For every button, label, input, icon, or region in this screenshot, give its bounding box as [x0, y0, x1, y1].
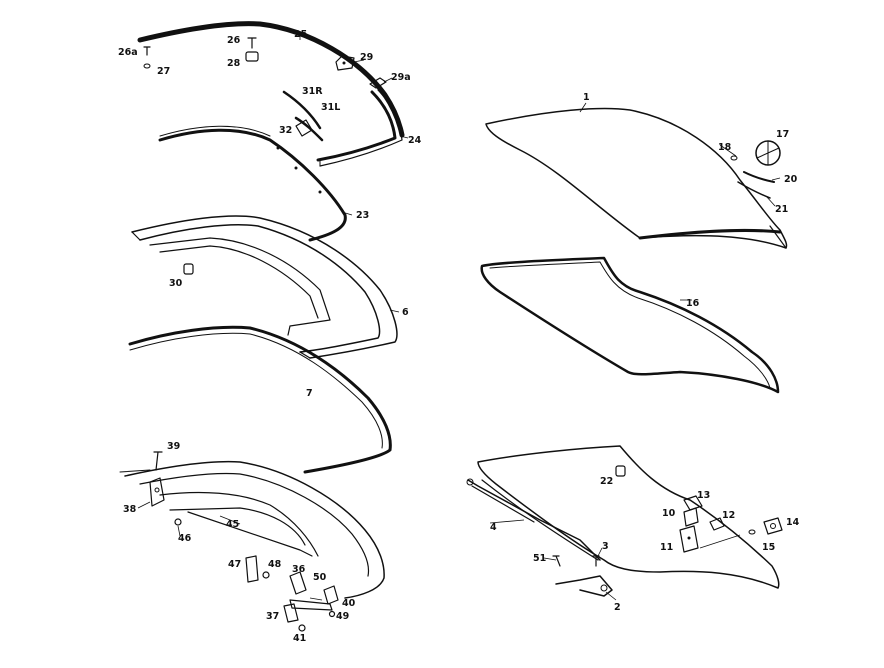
part-30-clip	[183, 263, 194, 275]
label-48: 48	[268, 559, 282, 570]
part-40-link	[289, 599, 333, 611]
leader-lines	[137, 34, 781, 601]
label-41: 41	[293, 633, 306, 644]
label-10: 10	[662, 508, 676, 519]
label-3: 3	[602, 541, 609, 552]
label-38: 38	[123, 504, 137, 515]
label-6: 6	[402, 307, 409, 318]
label-29a: 29a	[391, 72, 411, 83]
part-24-rear-seal	[316, 89, 403, 167]
part-2-trunk-lid	[477, 445, 780, 589]
label-45: 45	[226, 519, 239, 530]
part-6-hardtop-frame	[131, 215, 398, 359]
label-39: 39	[167, 441, 180, 452]
label-37: 37	[266, 611, 279, 622]
part-14-lock	[763, 517, 783, 535]
part-27-washer	[143, 63, 151, 69]
part-20-trim	[743, 171, 775, 183]
label-21: 21	[775, 204, 788, 215]
part-29-bracket	[335, 55, 355, 71]
part-12-clip	[709, 517, 725, 531]
label-13: 13	[697, 490, 710, 501]
label-1: 1	[583, 92, 590, 103]
part-50-bracket	[323, 585, 339, 605]
part-17-emblem	[755, 140, 781, 166]
part-41-nut	[298, 624, 306, 632]
label-51: 51	[533, 553, 546, 564]
part-7-rear-frame-seal	[128, 325, 392, 474]
label-2: 2	[614, 602, 621, 613]
part-1-hardtop-shell	[485, 107, 788, 249]
label-20: 20	[784, 174, 798, 185]
part-47-bracket	[245, 555, 259, 583]
label-50: 50	[313, 572, 327, 583]
label-27: 27	[157, 66, 170, 77]
label-32: 32	[279, 125, 292, 136]
part-46-bolt	[174, 518, 182, 526]
part-51-screw	[552, 555, 561, 567]
part-36-lever	[289, 571, 307, 595]
label-47: 47	[228, 559, 241, 570]
part-21-trim	[737, 181, 771, 199]
label-17: 17	[776, 129, 789, 140]
part-11-latch	[679, 525, 699, 553]
part-18-washer	[730, 155, 738, 161]
part-10-plate	[683, 507, 699, 527]
label-29: 29	[360, 52, 373, 63]
part-13-bracket	[683, 495, 703, 511]
part-45-rod	[187, 511, 313, 557]
part-48-nut	[262, 571, 270, 579]
label-49: 49	[336, 611, 349, 622]
label-4: 4	[490, 522, 497, 533]
label-46: 46	[178, 533, 192, 544]
part-25-header-seal	[137, 21, 405, 138]
label-31R: 31R	[302, 86, 323, 97]
label-22: 22	[600, 476, 613, 487]
label-40: 40	[342, 598, 356, 609]
label-23: 23	[356, 210, 369, 221]
part-49-nut	[328, 610, 336, 618]
part-26a-screw	[143, 46, 151, 56]
part-31R-side-strip	[282, 90, 322, 130]
label-26a: 26a	[118, 47, 138, 58]
part-38-hinge	[149, 477, 165, 507]
part-28-clip	[245, 51, 259, 62]
label-12: 12	[722, 510, 735, 521]
label-30: 30	[169, 278, 183, 289]
part-labels: 1 2 3 4 6 7 10 11 12 13 14 15 16 17 18 2…	[118, 29, 800, 644]
part-32-bracket	[295, 119, 313, 137]
label-36: 36	[292, 564, 306, 575]
label-15: 15	[762, 542, 775, 553]
label-16: 16	[686, 298, 700, 309]
label-28: 28	[227, 58, 241, 69]
lower-left-frame-assembly	[119, 460, 385, 599]
part-31L-side-strip	[294, 116, 324, 142]
part-16-window-seal-frame	[480, 256, 780, 394]
part-29a-clip	[369, 77, 387, 89]
part-22-bumper	[615, 465, 626, 477]
part-4-hinge-arm	[466, 478, 601, 561]
label-25: 25	[294, 29, 307, 40]
label-14: 14	[786, 517, 800, 528]
part-37-latch	[283, 603, 299, 623]
label-11: 11	[660, 542, 673, 553]
part-39-bolt	[153, 451, 163, 471]
part-15-washer	[748, 529, 756, 535]
label-24: 24	[408, 135, 422, 146]
label-26: 26	[227, 35, 241, 46]
part-26-screw	[247, 37, 257, 49]
part-23-front-seal	[158, 125, 347, 242]
label-18: 18	[718, 142, 732, 153]
trunk-hinge-mechanism	[555, 575, 613, 597]
label-31L: 31L	[321, 102, 340, 113]
label-7: 7	[306, 388, 313, 399]
